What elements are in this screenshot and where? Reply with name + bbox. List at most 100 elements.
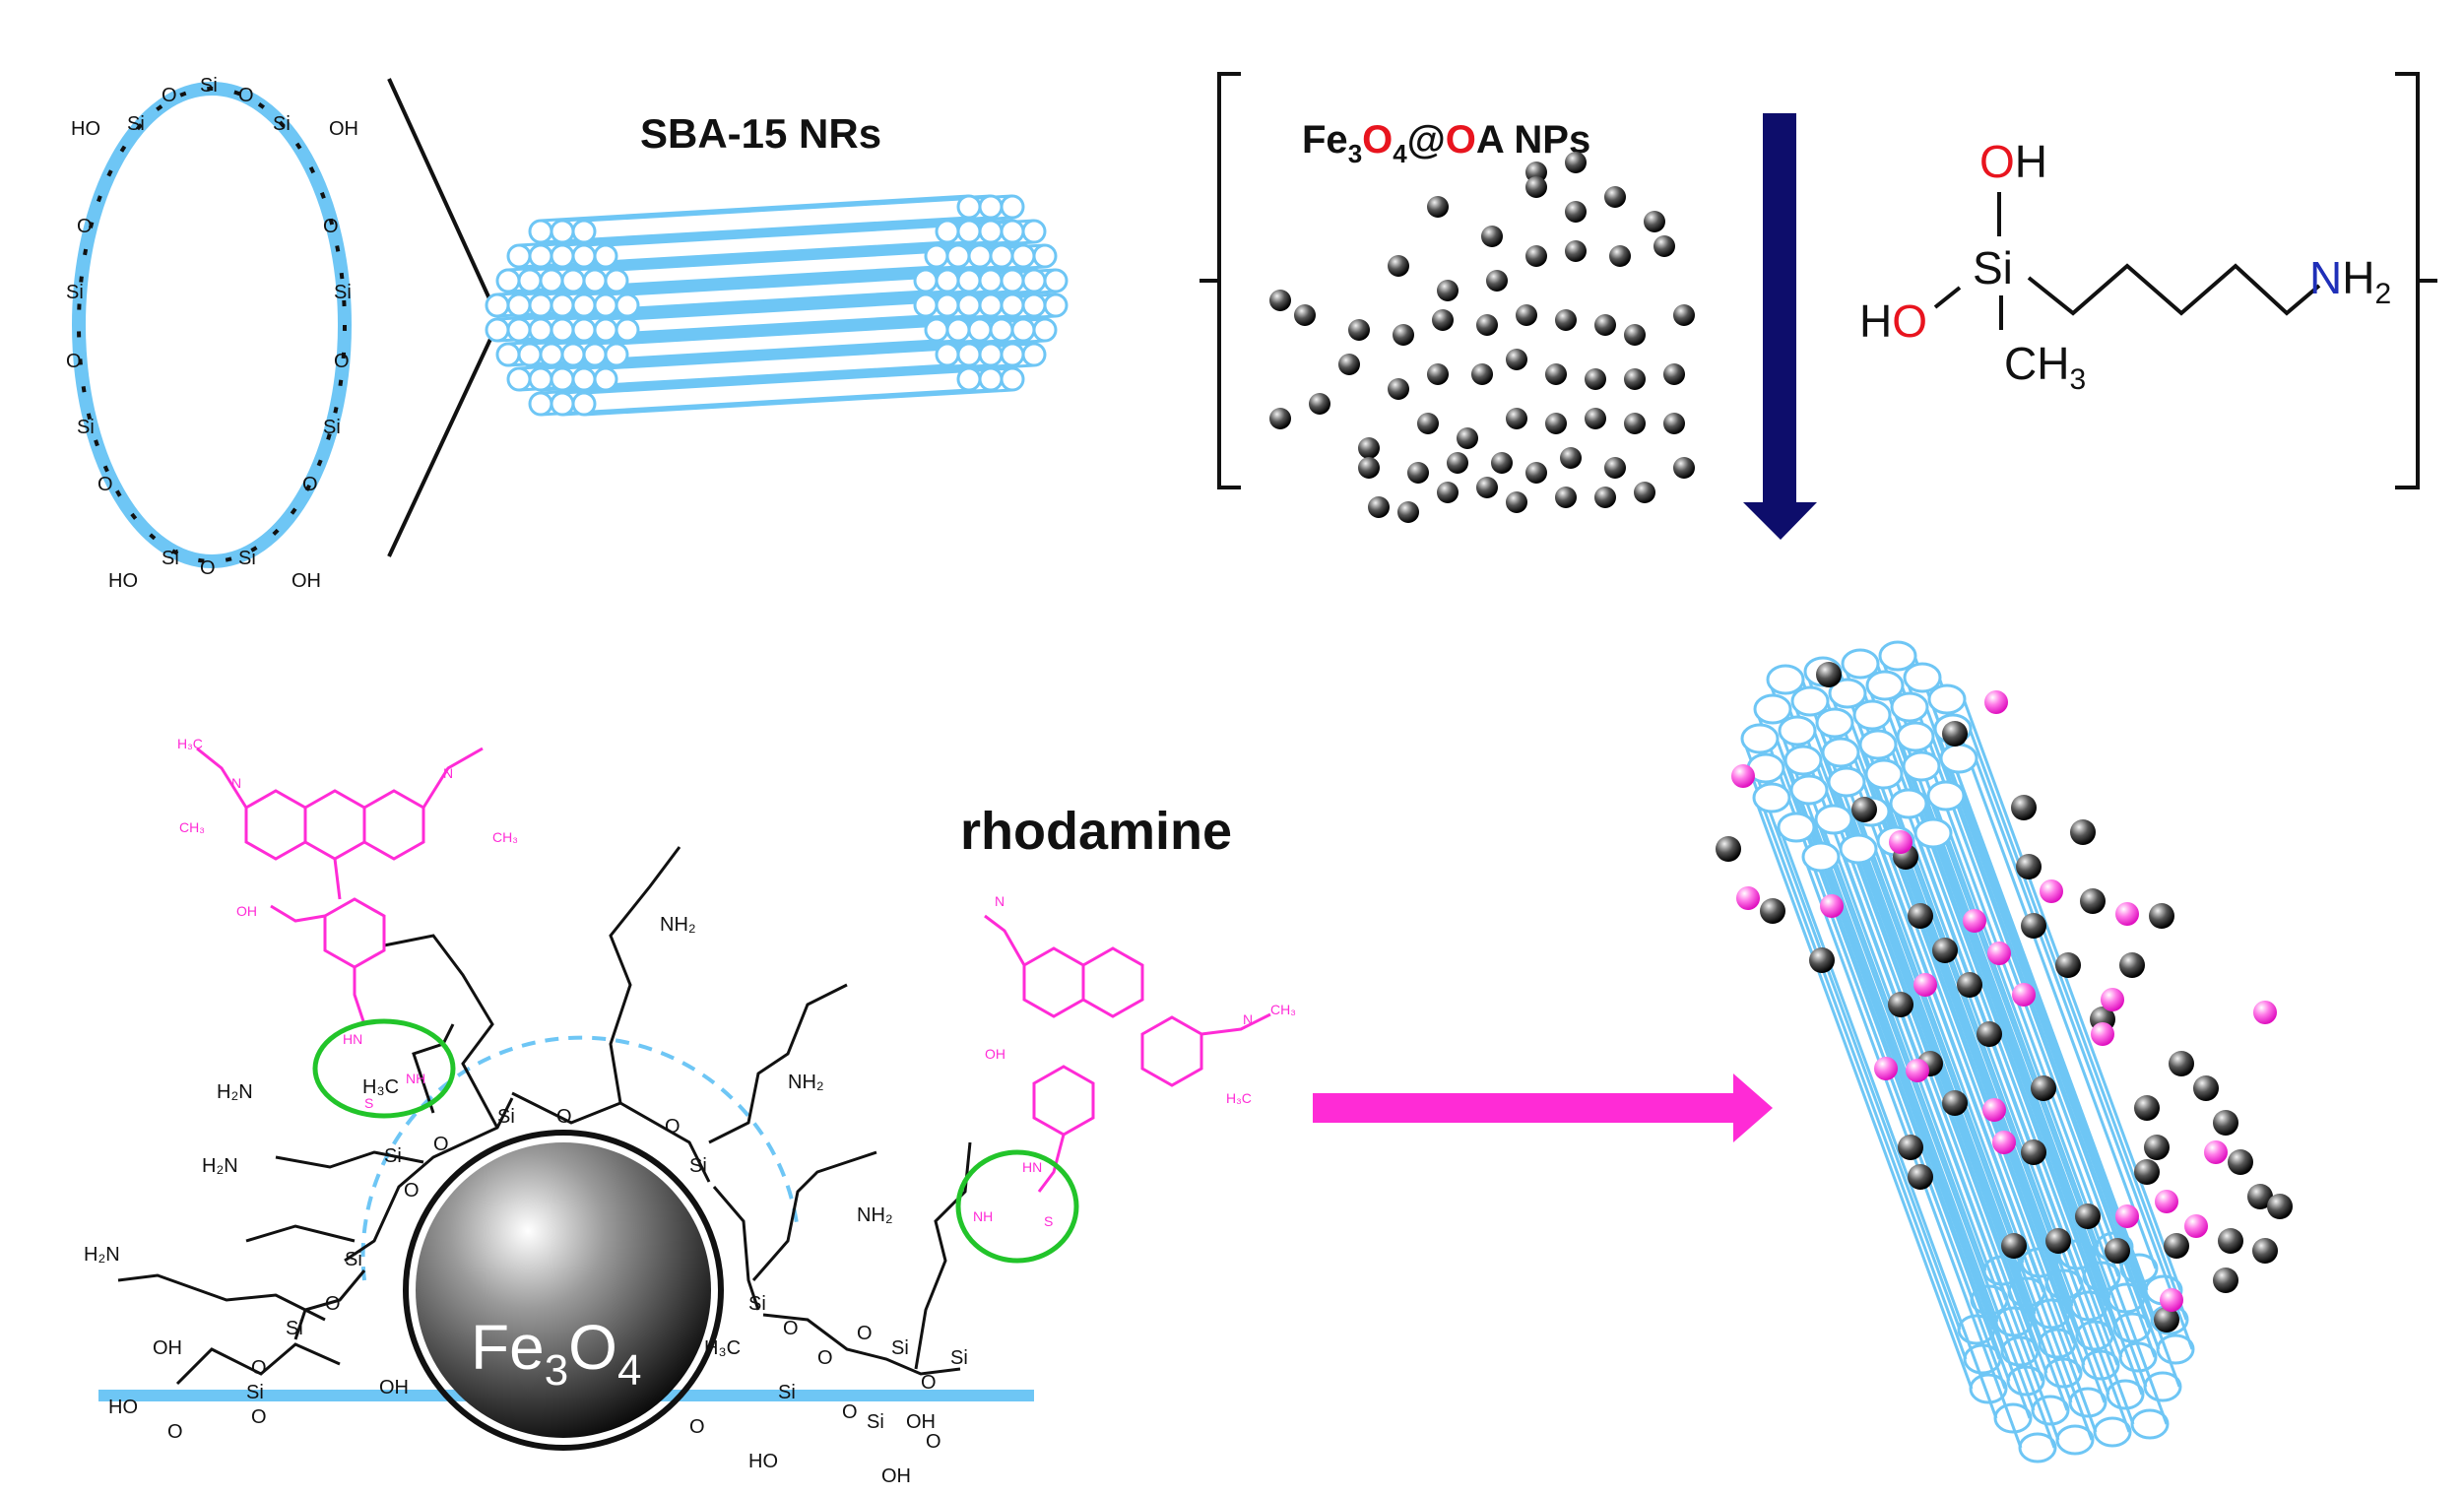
fe3o4-oa-particle bbox=[1358, 437, 1380, 459]
fe3o4-particle bbox=[2021, 1139, 2046, 1165]
rhodamine-dot bbox=[1736, 886, 1760, 910]
surface-label: Si bbox=[286, 1318, 303, 1339]
fe3o4-oa-particle bbox=[1644, 211, 1665, 232]
rod-channel-top bbox=[1814, 804, 1853, 835]
fe3o4-oa-particle bbox=[1516, 304, 1537, 326]
rod-channel-bottom bbox=[2055, 1424, 2095, 1456]
aminopropylsilane-structure: OH Si HO CH3 NH2 bbox=[1859, 136, 2391, 396]
pore-channel-back bbox=[1043, 293, 1069, 318]
surface-label: Si bbox=[497, 1106, 515, 1128]
surface-label: O bbox=[857, 1323, 873, 1344]
rod-channel-top bbox=[1789, 774, 1829, 806]
pore-channel-front bbox=[550, 366, 575, 392]
pore-channel-wall bbox=[583, 194, 1013, 223]
pore-channel-front bbox=[495, 268, 521, 293]
rod-channel-top bbox=[1927, 683, 1967, 715]
rod-channel-top bbox=[1852, 699, 1892, 731]
pore-channel-front bbox=[550, 243, 575, 269]
silane-si: Si bbox=[1973, 242, 2013, 293]
pore-channel-back bbox=[967, 243, 993, 269]
surface-label: H₂N bbox=[217, 1081, 253, 1103]
thiourea-ring-right bbox=[955, 1149, 1079, 1264]
fe3o4-particle bbox=[2070, 819, 2096, 845]
fe3o4-oa-particle bbox=[1417, 413, 1439, 434]
fe3o4-oa-particle bbox=[1269, 290, 1291, 311]
fe3o4-particle bbox=[2228, 1149, 2253, 1175]
silane-ch3: CH3 bbox=[2004, 338, 2086, 396]
rod-channel-bottom bbox=[1970, 1284, 2009, 1316]
rod-channel-top bbox=[1821, 737, 1860, 768]
svg-text:CH₃: CH₃ bbox=[1270, 1002, 1296, 1017]
rhodamine-dot bbox=[2091, 1022, 2114, 1046]
fe3o4-particle bbox=[1942, 721, 1968, 747]
rod-channel-top bbox=[1902, 750, 1941, 782]
surface-label: O bbox=[842, 1401, 858, 1423]
pore-channel-front bbox=[495, 342, 521, 367]
rhodamine-dot bbox=[1874, 1057, 1898, 1080]
pore-channel-back bbox=[956, 219, 982, 244]
rod-channel-bottom bbox=[2031, 1395, 2070, 1426]
surface-label: O bbox=[817, 1347, 833, 1369]
rod-channel-top bbox=[1890, 691, 1929, 723]
pore-channel-back bbox=[1000, 219, 1025, 244]
fe3o4-oa-particle bbox=[1427, 196, 1449, 218]
left-bracket bbox=[1200, 72, 1241, 489]
surface-label: O bbox=[251, 1406, 267, 1428]
fe3o4-oa-particle bbox=[1309, 393, 1330, 415]
fe3o4-oa-particle bbox=[1506, 349, 1527, 370]
pore-channel-front bbox=[593, 366, 618, 392]
pore-channel-back bbox=[978, 342, 1004, 367]
pore-channel-front bbox=[593, 243, 618, 269]
fe3o4-oa-particle bbox=[1604, 457, 1626, 479]
fe3o4-particle bbox=[1908, 1164, 1933, 1190]
surface-label: O bbox=[433, 1134, 449, 1155]
functionalized-rod-top-face bbox=[1740, 640, 1978, 873]
fe3o4-oa-particle bbox=[1358, 457, 1380, 479]
fe3o4-oa-particle bbox=[1624, 368, 1646, 390]
rod-channel-top bbox=[1778, 715, 1817, 747]
fe3o4-oa-particle bbox=[1437, 482, 1459, 503]
rod-channel-top bbox=[1839, 833, 1878, 865]
fe3o4-core-label: Fe3O4 bbox=[471, 1312, 641, 1395]
rod-front-face bbox=[485, 219, 640, 417]
fe3o4-oa-particle bbox=[1486, 270, 1508, 292]
pore-channel-front bbox=[571, 317, 597, 343]
fe3o4-oa-particle bbox=[1545, 413, 1567, 434]
surface-label: H₃C bbox=[704, 1337, 741, 1359]
rod-channel-top bbox=[1865, 670, 1905, 701]
surface-label: OH bbox=[906, 1411, 936, 1433]
fe3o4-particle bbox=[2119, 952, 2145, 978]
silane-oh-top: OH bbox=[1979, 136, 2047, 187]
fe3o4-oa-particle bbox=[1555, 309, 1577, 331]
pore-channel-back bbox=[989, 317, 1014, 343]
rhodamine-dot bbox=[1963, 909, 1986, 933]
fe3o4-particle bbox=[2144, 1135, 2170, 1160]
pore-channel-back bbox=[956, 293, 982, 318]
pore-channel-front bbox=[593, 293, 618, 318]
fe3o4-oa-nanoparticles bbox=[1269, 152, 1695, 523]
surface-label: Si bbox=[891, 1337, 909, 1359]
fe3o4-oa-particle bbox=[1481, 226, 1503, 247]
rod-channel-bottom bbox=[2156, 1333, 2195, 1365]
rod-channel-bottom bbox=[2057, 1239, 2097, 1270]
rod-channel-bottom bbox=[1957, 1314, 1996, 1345]
fe3o4-oa-particle bbox=[1545, 363, 1567, 385]
fe3o4-particle bbox=[2247, 1184, 2273, 1209]
fe3o4-oa-particle bbox=[1525, 462, 1547, 484]
pore-channel-front bbox=[550, 219, 575, 244]
rod-channel-bottom bbox=[2044, 1268, 2084, 1300]
ring-label: HO bbox=[108, 570, 138, 592]
rod-channel-bottom bbox=[2068, 1387, 2107, 1418]
ring-label: Si bbox=[273, 113, 291, 135]
pore-channel-back bbox=[945, 317, 971, 343]
pore-channel-front bbox=[560, 342, 586, 367]
pore-channel-back bbox=[1021, 268, 1047, 293]
fe3o4-particle bbox=[2045, 1228, 2071, 1254]
fe3o4-oa-particle bbox=[1604, 186, 1626, 208]
rod-channel-top bbox=[1926, 780, 1966, 812]
fe3o4-particle bbox=[2218, 1228, 2243, 1254]
fe3o4-oa-particle bbox=[1585, 408, 1606, 429]
ring-label: Si bbox=[238, 548, 256, 569]
svg-text:S: S bbox=[1044, 1213, 1053, 1229]
